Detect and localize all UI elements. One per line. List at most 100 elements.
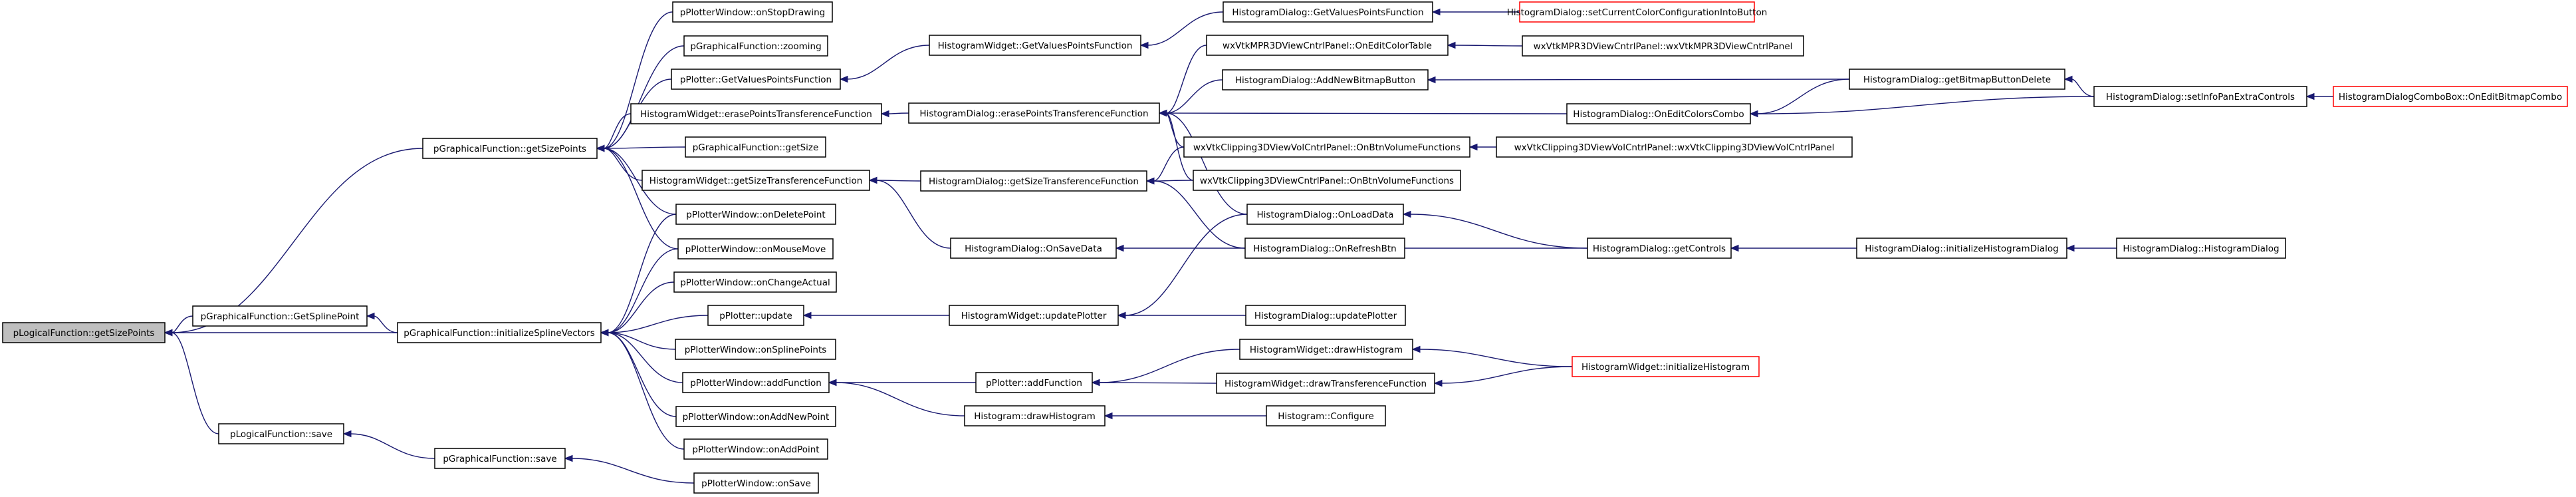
graph-node-gf-getsize[interactable]: pGraphicalFunction::getSize <box>685 136 826 158</box>
graph-node-hd-onsavedata[interactable]: HistogramDialog::OnSaveData <box>950 238 1117 259</box>
node-box[interactable] <box>1522 35 1804 57</box>
graph-node-pl-update[interactable]: pPlotter::update <box>707 305 804 326</box>
graph-node-gf-save[interactable]: pGraphicalFunction::save <box>434 448 566 469</box>
graph-node-hd-erasepointstransf[interactable]: HistogramDialog::erasePointsTransference… <box>908 102 1160 124</box>
node-box[interactable] <box>1223 1 1433 23</box>
node-box[interactable] <box>964 405 1106 426</box>
node-box[interactable] <box>707 305 804 326</box>
node-box[interactable] <box>950 238 1117 259</box>
node-box[interactable] <box>1496 136 1853 158</box>
graph-node-clip-onbtnvolumefunctions[interactable]: wxVtkClipping3DViewCntrlPanel::OnBtnVolu… <box>1193 170 1461 191</box>
node-box[interactable] <box>1856 238 2067 259</box>
node-box[interactable] <box>1193 170 1461 191</box>
graph-node-pw-onmousemove[interactable]: pPlotterWindow::onMouseMove <box>677 238 834 259</box>
node-box[interactable] <box>218 423 344 444</box>
node-box[interactable] <box>672 1 833 23</box>
graph-node-logical-getsizepoints[interactable]: pLogicalFunction::getSizePoints <box>2 322 166 343</box>
node-box[interactable] <box>1216 373 1435 394</box>
node-box[interactable] <box>1239 339 1413 360</box>
graph-node-clipvol-onbtnvolumefunctions[interactable]: wxVtkClipping3DViewVolCntrlPanel::OnBtnV… <box>1183 136 1470 158</box>
graph-node-hd-oneditcolorscombo[interactable]: HistogramDialog::OnEditColorsCombo <box>1566 103 1751 124</box>
graph-node-h-drawhistogram[interactable]: Histogram::drawHistogram <box>964 405 1106 426</box>
node-box[interactable] <box>2 322 166 343</box>
node-box[interactable] <box>2093 86 2307 107</box>
graph-node-hw-drawtransferencefunction[interactable]: HistogramWidget::drawTransferenceFunctio… <box>1216 373 1435 394</box>
node-box[interactable] <box>675 339 836 360</box>
node-box[interactable] <box>422 138 598 159</box>
graph-node-gf-getsizepoints[interactable]: pGraphicalFunction::getSizePoints <box>422 138 598 159</box>
graph-node-hd-getvaluespointsfunction[interactable]: HistogramDialog::GetValuesPointsFunction <box>1223 1 1433 23</box>
graph-node-hdcb-oneditbitmapcombo[interactable]: HistogramDialogComboBox::OnEditBitmapCom… <box>2333 86 2568 107</box>
graph-node-hd-initializehistogramdialog[interactable]: HistogramDialog::initializeHistogramDial… <box>1856 238 2067 259</box>
graph-node-gf-getsplinepoint[interactable]: pGraphicalFunction::GetSplinePoint <box>192 305 368 327</box>
graph-node-hd-setcurrentcolorconfig[interactable]: HistogramDialog::setCurrentColorConfigur… <box>1507 1 1768 23</box>
graph-node-hw-initializehistogram[interactable]: HistogramWidget::initializeHistogram <box>1572 356 1760 377</box>
node-box[interactable] <box>929 35 1141 56</box>
graph-node-hd-onrefreshbtn[interactable]: HistogramDialog::OnRefreshBtn <box>1244 238 1405 259</box>
graph-node-logical-save[interactable]: pLogicalFunction::save <box>218 423 344 444</box>
graph-node-gf-zooming[interactable]: pGraphicalFunction::zooming <box>683 35 828 57</box>
node-box[interactable] <box>693 472 819 494</box>
node-box[interactable] <box>1266 405 1386 426</box>
node-box[interactable] <box>1222 69 1429 90</box>
graph-node-h-configure[interactable]: Histogram::Configure <box>1266 405 1386 426</box>
node-box[interactable] <box>1206 35 1449 56</box>
graph-node-pw-onaddnewpoint[interactable]: pPlotterWindow::onAddNewPoint <box>675 406 836 427</box>
node-box[interactable] <box>685 136 826 158</box>
graph-node-hw-getsizetransf[interactable]: HistogramWidget::getSizeTransferenceFunc… <box>642 170 870 191</box>
graph-node-hd-ctor[interactable]: HistogramDialog::HistogramDialog <box>2116 238 2286 259</box>
graph-node-hd-getsizetransf[interactable]: HistogramDialog::getSizeTransferenceFunc… <box>920 170 1147 192</box>
graph-node-pw-onchangeactual[interactable]: pPlotterWindow::onChangeActual <box>673 271 837 293</box>
node-box[interactable] <box>397 322 602 343</box>
graph-node-pw-ondeletepoint[interactable]: pPlotterWindow::onDeletePoint <box>675 204 836 225</box>
graph-node-gf-initsplinevectors[interactable]: pGraphicalFunction::initializeSplineVect… <box>397 322 602 343</box>
node-box[interactable] <box>630 103 882 124</box>
node-box[interactable] <box>1246 204 1404 225</box>
node-box[interactable] <box>1566 103 1751 124</box>
graph-node-hw-erasepointstransf[interactable]: HistogramWidget::erasePointsTransference… <box>630 103 882 124</box>
node-box[interactable] <box>1183 136 1470 158</box>
graph-node-pl-addfunction[interactable]: pPlotter::addFunction <box>975 372 1093 393</box>
node-box[interactable] <box>2116 238 2286 259</box>
node-box[interactable] <box>671 69 841 90</box>
node-box[interactable] <box>642 170 870 191</box>
node-box[interactable] <box>949 305 1119 326</box>
node-box[interactable] <box>1587 238 1732 259</box>
graph-node-hd-updateplotter[interactable]: HistogramDialog::updatePlotter <box>1245 305 1406 326</box>
node-box[interactable] <box>1572 356 1760 377</box>
node-box[interactable] <box>1849 69 2065 90</box>
graph-node-hw-updateplotter[interactable]: HistogramWidget::updatePlotter <box>949 305 1119 326</box>
node-box[interactable] <box>908 102 1160 124</box>
node-box[interactable] <box>677 238 834 259</box>
node-box[interactable] <box>920 170 1147 192</box>
node-box[interactable] <box>683 35 828 57</box>
graph-node-hd-getcontrols[interactable]: HistogramDialog::getControls <box>1587 238 1732 259</box>
graph-node-hw-drawhistogram[interactable]: HistogramWidget::drawHistogram <box>1239 339 1413 360</box>
graph-node-pw-addfunction[interactable]: pPlotterWindow::addFunction <box>682 372 830 393</box>
node-box[interactable] <box>673 271 837 293</box>
graph-node-hd-setinfopanextracontrols[interactable]: HistogramDialog::setInfoPanExtraControls <box>2093 86 2307 107</box>
graph-node-pw-onstopdrawing[interactable]: pPlotterWindow::onStopDrawing <box>672 1 833 23</box>
node-box[interactable] <box>1244 238 1405 259</box>
graph-node-pw-onsave[interactable]: pPlotterWindow::onSave <box>693 472 819 494</box>
graph-node-hd-onloaddata[interactable]: HistogramDialog::OnLoadData <box>1246 204 1404 225</box>
node-box[interactable] <box>434 448 566 469</box>
graph-node-mpr-ctor[interactable]: wxVtkMPR3DViewCntrlPanel::wxVtkMPR3DView… <box>1522 35 1804 57</box>
node-box[interactable] <box>2333 86 2568 107</box>
node-box[interactable] <box>682 372 830 393</box>
graph-node-hd-getbitmapbuttondelete[interactable]: HistogramDialog::getBitmapButtonDelete <box>1849 69 2065 90</box>
node-box[interactable] <box>683 438 828 460</box>
node-box[interactable] <box>975 372 1093 393</box>
graph-node-pw-onsplinepoints[interactable]: pPlotterWindow::onSplinePoints <box>675 339 836 360</box>
node-box[interactable] <box>192 305 368 327</box>
graph-node-clipvol-ctor[interactable]: wxVtkClipping3DViewVolCntrlPanel::wxVtkC… <box>1496 136 1853 158</box>
graph-node-hw-getvaluespointsfunction[interactable]: HistogramWidget::GetValuesPointsFunction <box>929 35 1141 56</box>
graph-node-hd-addnewbitmapbutton[interactable]: HistogramDialog::AddNewBitmapButton <box>1222 69 1429 90</box>
graph-node-pw-onaddpoint[interactable]: pPlotterWindow::onAddPoint <box>683 438 828 460</box>
node-box[interactable] <box>675 406 836 427</box>
node-box[interactable] <box>1519 1 1755 23</box>
node-box[interactable] <box>1245 305 1406 326</box>
graph-node-mpr-oneditcolortable[interactable]: wxVtkMPR3DViewCntrlPanel::OnEditColorTab… <box>1206 35 1449 56</box>
graph-node-pl-getvaluespointsfunction[interactable]: pPlotter::GetValuesPointsFunction <box>671 69 841 90</box>
node-box[interactable] <box>675 204 836 225</box>
